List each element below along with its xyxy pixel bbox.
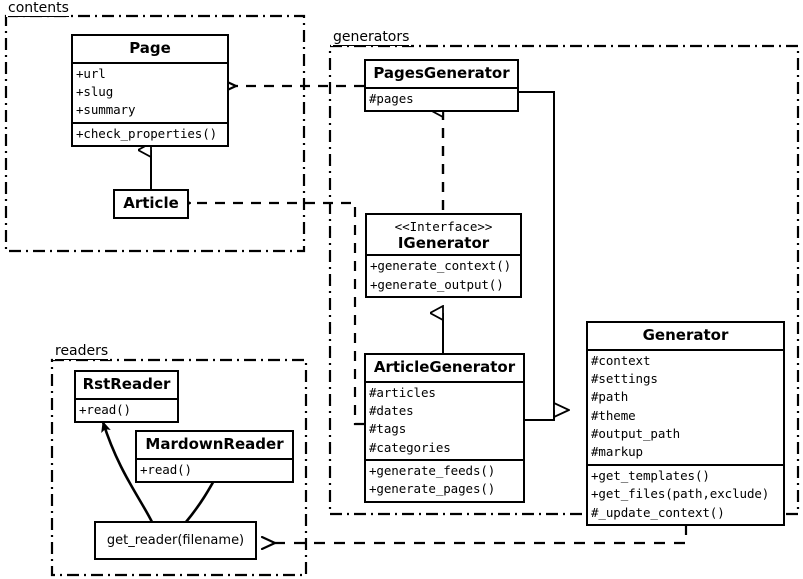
class-name-pagesgenerator: PagesGenerator <box>373 64 510 82</box>
class-box-generator[interactable]: Generator #context #settings #path #them… <box>586 321 785 526</box>
class-operations-generator: +get_templates() +get_files(path,exclude… <box>588 463 783 524</box>
class-operation: +read() <box>140 461 192 477</box>
class-name-igenerator-text: IGenerator <box>397 233 490 252</box>
function-label-get-reader: get_reader(filename) <box>106 533 245 548</box>
package-label-readers: readers <box>53 343 111 360</box>
class-operation: +check_properties() <box>76 125 218 141</box>
class-attribute: +summary <box>76 102 136 118</box>
class-box-articlegenerator[interactable]: ArticleGenerator #articles #dates #tags … <box>364 353 525 503</box>
class-attribute: #categories <box>369 439 451 455</box>
class-operations-articlegenerator: +generate_feeds() +generate_pages() <box>366 459 523 501</box>
class-stereotype-igenerator: <<Interface>> <box>394 219 493 234</box>
function-box-get-reader[interactable]: get_reader(filename) <box>94 521 257 560</box>
class-name-page: Page <box>129 39 171 57</box>
class-operations-igenerator: +generate_context() +generate_output() <box>367 254 520 296</box>
class-attribute: #output_path <box>591 426 681 441</box>
class-operations-rstreader: +read() <box>76 397 177 421</box>
class-box-rstreader[interactable]: RstReader +read() <box>74 370 179 423</box>
class-name-articlegenerator: ArticleGenerator <box>373 358 516 376</box>
package-label-generators-text: generators <box>333 29 410 46</box>
relation-articlegenerator-to-article <box>190 203 364 426</box>
class-box-page[interactable]: Page +url +slug +summary +check_properti… <box>71 34 229 147</box>
class-attribute: #theme <box>591 407 636 423</box>
class-attribute: #path <box>591 389 629 405</box>
class-name-igenerator: <<Interface>> IGenerator <box>367 215 520 254</box>
class-attributes-pagesgenerator: #pages <box>366 86 517 110</box>
class-operation: +get_templates() <box>591 467 710 483</box>
package-label-contents-text: contents <box>8 0 69 17</box>
class-attribute: #settings <box>591 370 658 386</box>
class-operation: #_update_context() <box>591 504 725 520</box>
class-attributes-page: +url +slug +summary <box>73 61 227 122</box>
class-attributes-generator: #context #settings #path #theme #output_… <box>588 348 783 464</box>
package-label-readers-text: readers <box>55 343 109 360</box>
class-box-article[interactable]: Article <box>113 189 189 219</box>
class-attribute: #tags <box>369 421 407 437</box>
class-operation: +generate_pages() <box>369 481 496 497</box>
class-attribute: #articles <box>369 384 436 400</box>
class-operations-page: +check_properties() <box>73 121 227 145</box>
class-name-article: Article <box>123 194 179 212</box>
class-operation: +generate_output() <box>370 276 504 292</box>
package-label-generators: generators <box>331 29 412 46</box>
class-box-igenerator[interactable]: <<Interface>> IGenerator +generate_conte… <box>365 213 522 298</box>
relation-articlegenerator-to-generator <box>525 410 555 421</box>
class-box-pagesgenerator[interactable]: PagesGenerator #pages <box>364 59 519 112</box>
class-box-mardownreader[interactable]: MardownReader +read() <box>135 430 294 483</box>
class-operation: +generate_context() <box>370 258 512 274</box>
class-operation: +get_files(path,exclude) <box>591 486 770 502</box>
class-name-generator: Generator <box>642 326 729 344</box>
class-name-mardownreader: MardownReader <box>145 435 284 453</box>
class-attribute: #markup <box>591 444 643 460</box>
class-name-rstreader: RstReader <box>82 375 171 393</box>
relation-pagesgenerator-to-generator <box>518 91 569 410</box>
class-attribute: #pages <box>369 90 414 106</box>
class-attribute: +url <box>76 65 106 81</box>
class-attribute: +slug <box>76 83 114 99</box>
class-operation: +read() <box>79 401 131 417</box>
class-attribute: #dates <box>369 402 414 418</box>
package-label-contents: contents <box>6 0 71 17</box>
class-operations-mardownreader: +read() <box>137 457 292 481</box>
class-attributes-articlegenerator: #articles #dates #tags #categories <box>366 380 523 460</box>
class-operation: +generate_feeds() <box>369 463 496 478</box>
class-attribute: #context <box>591 352 651 368</box>
